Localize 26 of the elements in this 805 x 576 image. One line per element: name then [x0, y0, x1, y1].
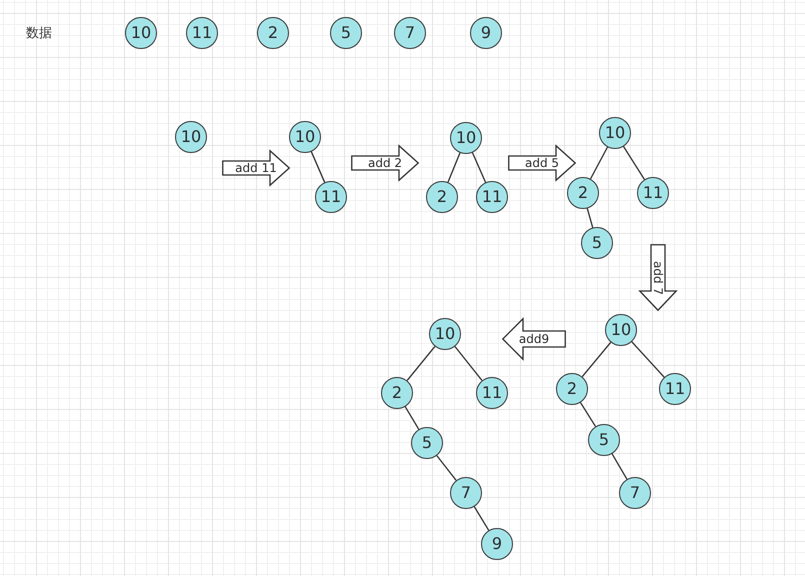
tree-edge: [310, 151, 326, 183]
block-arrow: [502, 317, 566, 361]
tree-edge: [586, 208, 594, 228]
arrow-label: add 11: [235, 162, 277, 174]
tree-edge: [404, 406, 420, 430]
tree-edge: [406, 346, 436, 381]
tree-edge: [582, 342, 612, 378]
tree-edge: [454, 346, 483, 381]
tree-edge: [447, 152, 461, 182]
arrow-label: add 2: [368, 157, 402, 169]
arrow-label: add 7: [652, 260, 664, 295]
block-arrow: [638, 244, 678, 312]
tree-edge: [612, 453, 628, 480]
block-arrow: [222, 149, 290, 187]
tree-edge: [590, 146, 608, 180]
tree-edge: [623, 146, 645, 180]
arrow-label: add9: [518, 333, 550, 345]
arrow-label: add 5: [524, 157, 560, 169]
block-arrow: [351, 144, 420, 182]
block-arrow: [508, 144, 576, 182]
tree-edge: [436, 455, 457, 481]
tree-edge: [472, 152, 486, 183]
tree-edge: [580, 402, 596, 427]
tree-edge: [474, 506, 490, 531]
tree-edge: [631, 341, 665, 378]
row-label: 数据: [26, 26, 52, 39]
